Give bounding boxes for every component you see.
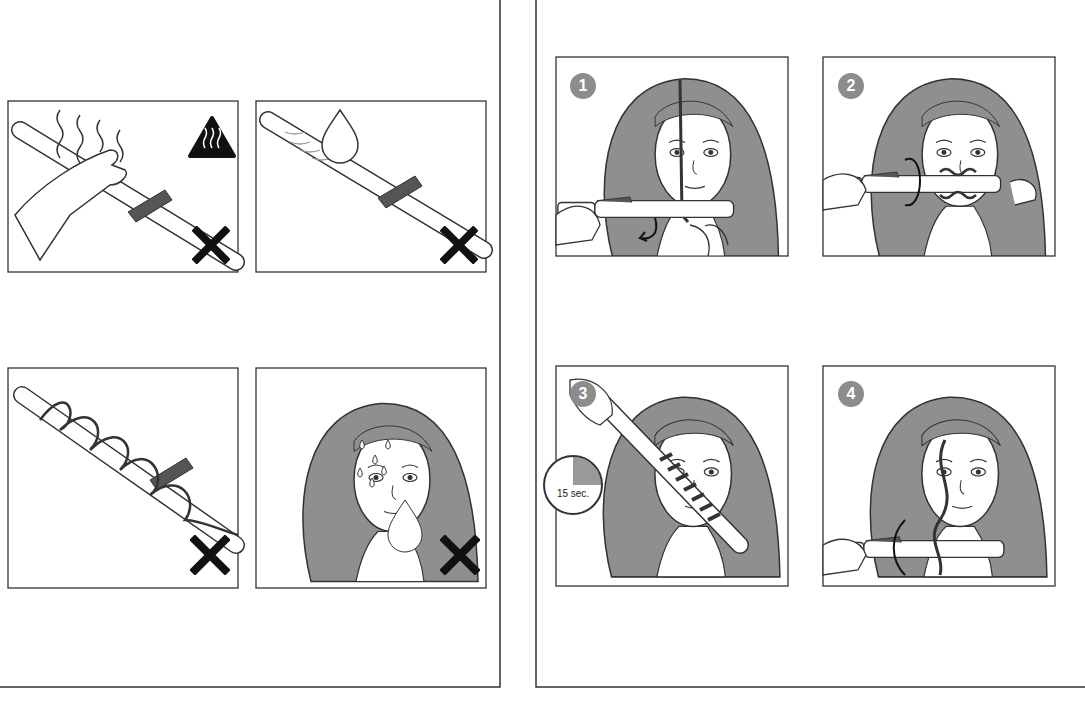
- step-number: 3: [570, 381, 596, 407]
- duration-label: 15 sec.: [556, 488, 590, 499]
- step-number: 2: [838, 73, 864, 99]
- callout-number: 4: [847, 385, 856, 403]
- callout-number: 2: [847, 77, 856, 95]
- step-number: 4: [838, 381, 864, 407]
- timer-clock: 15 sec.: [543, 455, 603, 515]
- step-number: 1: [570, 73, 596, 99]
- callout-number: 1: [579, 77, 588, 95]
- callout-number: 3: [579, 385, 588, 403]
